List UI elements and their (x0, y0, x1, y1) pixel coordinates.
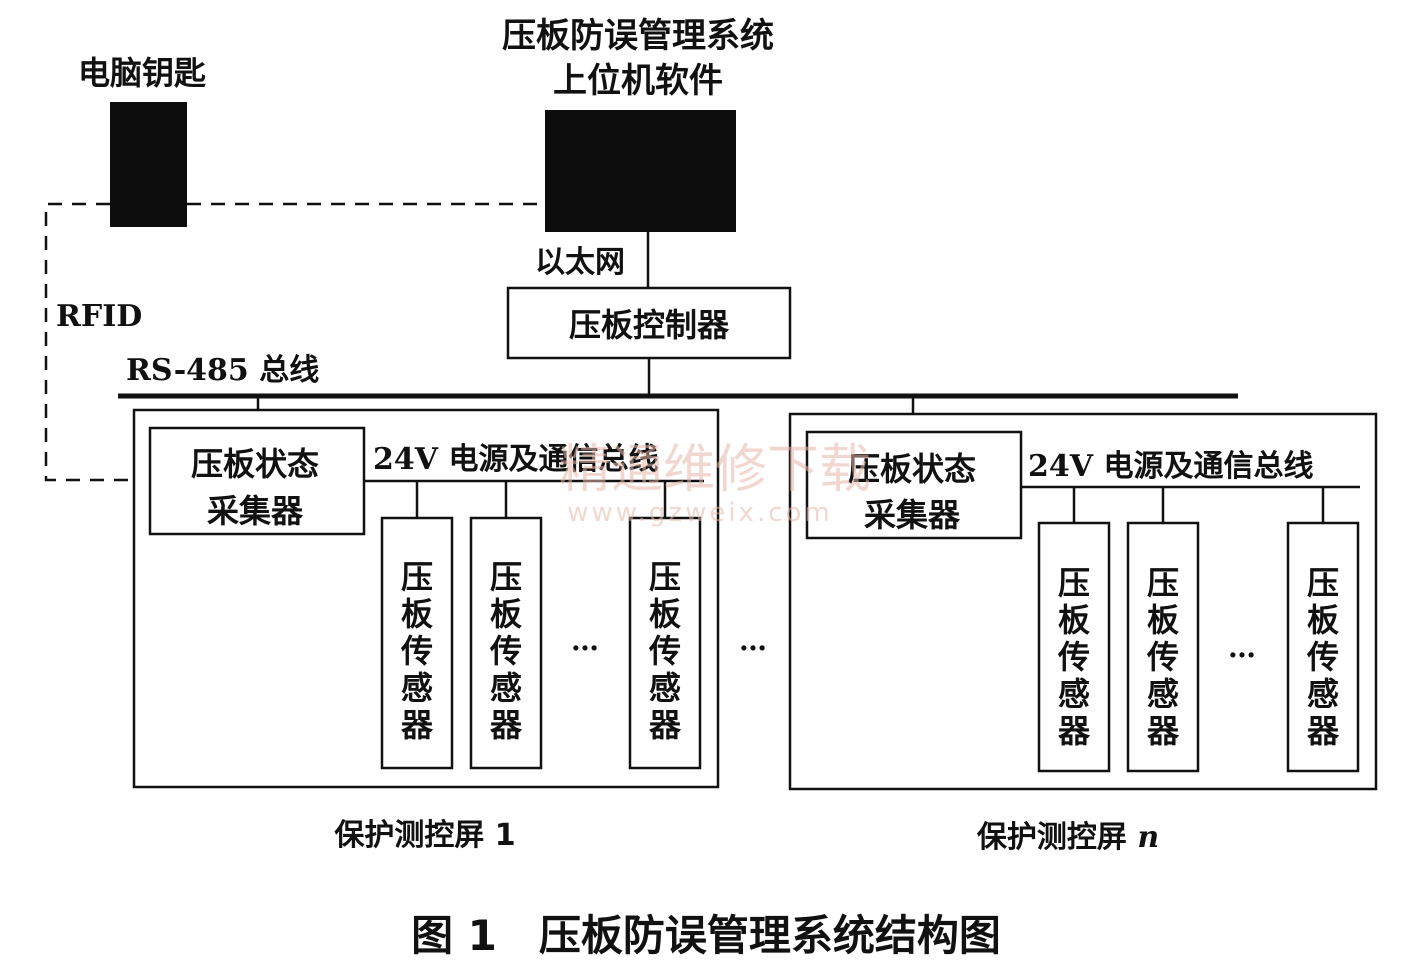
sensor-char: 器 (400, 706, 434, 744)
panelN-sensor-n: 压 板 传 感 器 (1286, 521, 1360, 773)
panel1-caption: 保护测控屏 1 (334, 818, 515, 853)
panelN-caption-var: n (1137, 820, 1159, 855)
sensor-char: 板 (1307, 601, 1339, 639)
sensor-char: 器 (1057, 712, 1091, 750)
upper-pc-title-line1: 压板防误管理系统 (502, 16, 774, 56)
panelN-bus-label: 24V 电源及通信总线 (1028, 449, 1313, 484)
panelN-caption-prefix: 保护测控屏 (977, 820, 1137, 855)
panels-ellipsis: … (739, 624, 767, 657)
controller-label: 压板控制器 (569, 306, 730, 344)
sensor-char: 板 (1058, 601, 1090, 639)
sensor-char: 板 (401, 595, 433, 633)
sensor-char: 压 (401, 558, 433, 596)
sensor-char: 压 (649, 558, 681, 596)
panel1-collector-line1: 压板状态 (191, 445, 319, 483)
sensor-char: 感 (649, 669, 681, 707)
computer-key-block (110, 102, 187, 227)
sensor-char: 板 (649, 595, 681, 633)
sensor-char: 感 (490, 669, 522, 707)
rs485-label: RS-485 总线 (126, 353, 319, 388)
rfid-dashed-link-left (44, 202, 150, 482)
panel1-collector-line2: 采集器 (207, 492, 304, 530)
watermark-line1: 精通维修下载 (559, 440, 871, 500)
sensor-char: 压 (1307, 564, 1339, 602)
panelN-collector-line2: 采集器 (864, 496, 961, 534)
panel1-sensor-2: 压 板 传 感 器 (469, 516, 543, 770)
sensor-char: 传 (1057, 638, 1090, 676)
sensor-char: 传 (1306, 638, 1339, 676)
panelN-sensor-2: 压 板 传 感 器 (1126, 521, 1200, 773)
panelN-collector-box (805, 430, 1023, 540)
figure-caption: 图 1 压板防误管理系统结构图 (411, 911, 1001, 960)
sensor-char: 传 (489, 632, 522, 670)
sensor-char: 感 (1307, 675, 1339, 713)
sensor-char: 传 (648, 632, 681, 670)
panelN-collector-line1: 压板状态 (848, 450, 976, 488)
sensor-char: 压 (490, 558, 522, 596)
panel1-bus-label: 24V 电源及通信总线 (373, 442, 658, 477)
panel1-sensor-n: 压 板 传 感 器 (628, 516, 702, 770)
sensor-char: 传 (400, 632, 433, 670)
panelN-caption: 保护测控屏 n (977, 820, 1159, 855)
panelN-sensor-1: 压 板 传 感 器 (1037, 521, 1111, 773)
panel1-sensor-1: 压 板 传 感 器 (380, 516, 454, 770)
sensor-char: 器 (648, 706, 682, 744)
sensor-char: 器 (1306, 712, 1340, 750)
sensor-char: 器 (489, 706, 523, 744)
sensor-char: 器 (1146, 712, 1180, 750)
ethernet-label: 以太网 (535, 245, 625, 280)
panel1-sensor-ellipsis: … (571, 624, 599, 657)
sensor-char: 感 (401, 669, 433, 707)
sensor-char: 感 (1058, 675, 1090, 713)
upper-pc-block (545, 110, 736, 232)
sensor-char: 板 (490, 595, 522, 633)
sensor-char: 板 (1147, 601, 1179, 639)
sensor-char: 感 (1147, 675, 1179, 713)
rfid-label: RFID (56, 299, 142, 334)
upper-pc-title-line2: 上位机软件 (553, 61, 723, 101)
panelN-sensor-ellipsis: … (1228, 631, 1256, 664)
panel1-collector-box (148, 426, 366, 536)
computer-key-label: 电脑钥匙 (78, 54, 206, 92)
sensor-char: 传 (1146, 638, 1179, 676)
sensor-char: 压 (1147, 564, 1179, 602)
sensor-char: 压 (1058, 564, 1090, 602)
watermark-line2: www.gzweix.com (567, 498, 833, 528)
